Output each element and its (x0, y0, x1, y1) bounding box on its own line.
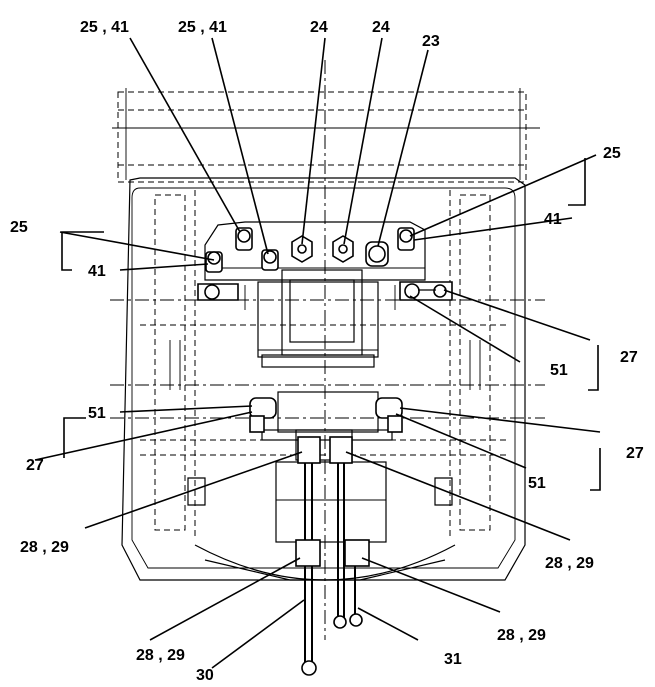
callout-c9: 41 (88, 263, 106, 280)
callout-c1: 25 , 41 (80, 19, 129, 36)
callout-c8: 25 (10, 219, 28, 236)
callout-c6: 25 (603, 145, 621, 162)
upper-manifold (204, 221, 426, 368)
callout-c5: 23 (422, 33, 440, 50)
callout-c15: 51 (528, 475, 546, 492)
callout-c20: 30 (196, 667, 214, 684)
callout-c4: 24 (372, 19, 390, 36)
callout-c18: 28 , 29 (136, 647, 185, 664)
callout-c17: 28 , 29 (545, 555, 594, 572)
side-clamps (197, 281, 453, 301)
callout-labels: 25 , 41 25 , 41 24 24 23 25 41 25 41 27 … (10, 19, 644, 684)
callout-c14: 27 (626, 445, 644, 462)
callout-c13: 27 (26, 457, 44, 474)
callout-c19: 28 , 29 (497, 627, 546, 644)
callout-c11: 51 (550, 362, 568, 379)
upper-fittings (205, 227, 415, 273)
callout-c10: 27 (620, 349, 638, 366)
callout-c2: 25 , 41 (178, 19, 227, 36)
callout-c16: 28 , 29 (20, 539, 69, 556)
callout-c21: 31 (444, 651, 462, 668)
lower-valve-block (249, 391, 403, 567)
callout-c3: 24 (310, 19, 328, 36)
leader-lines (34, 37, 601, 669)
hoses (301, 463, 363, 676)
callout-c12: 51 (88, 405, 106, 422)
callout-c7: 41 (544, 211, 562, 228)
